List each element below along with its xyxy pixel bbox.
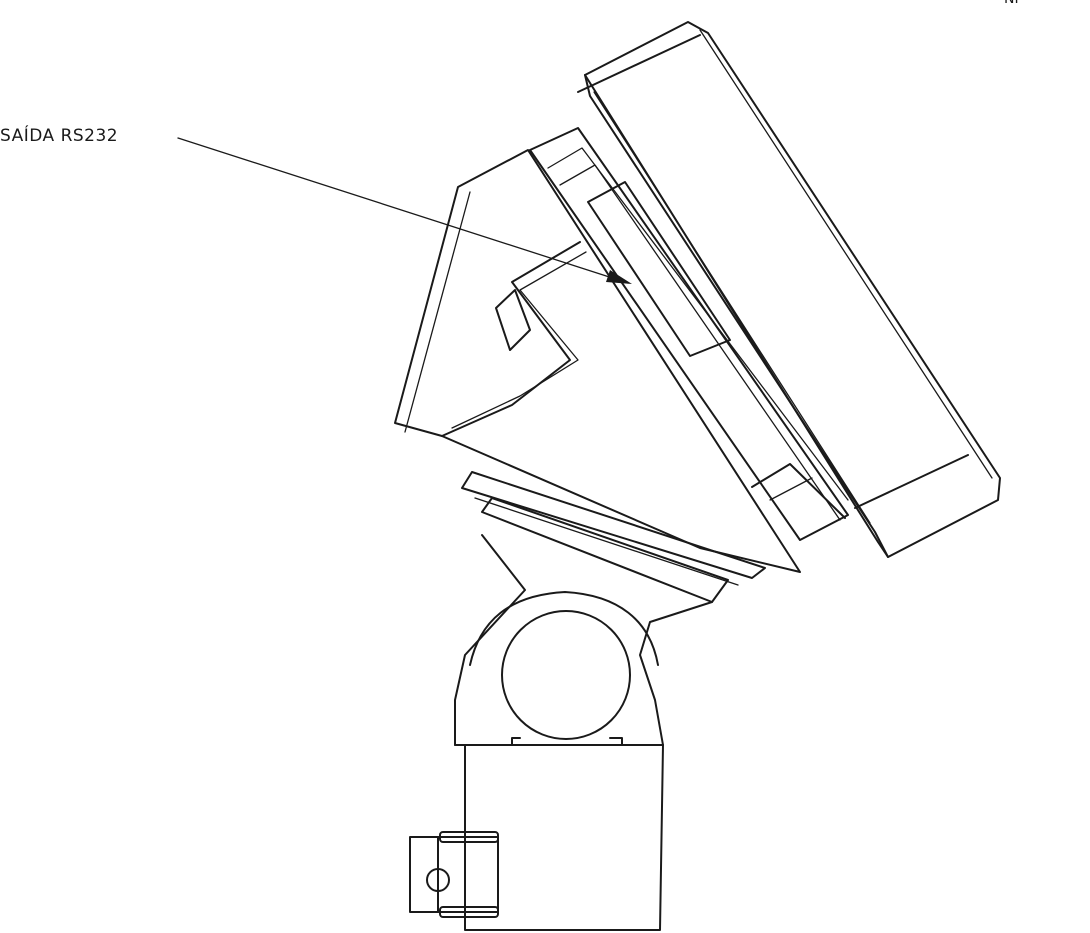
corner-mark: NF (1004, 0, 1023, 7)
arrowhead-icon (606, 270, 632, 284)
support-bracket (394, 149, 801, 573)
display-housing (577, 21, 1001, 558)
hinge-hole-icon (426, 868, 450, 892)
callout-label: SAÍDA RS232 (0, 126, 119, 146)
hinge-bracket (409, 831, 499, 918)
callout-leader (177, 137, 632, 284)
pipe-clamp (454, 534, 713, 746)
lower-sleeve (464, 744, 664, 931)
base-plate (461, 471, 766, 603)
display-bezel (529, 127, 849, 541)
